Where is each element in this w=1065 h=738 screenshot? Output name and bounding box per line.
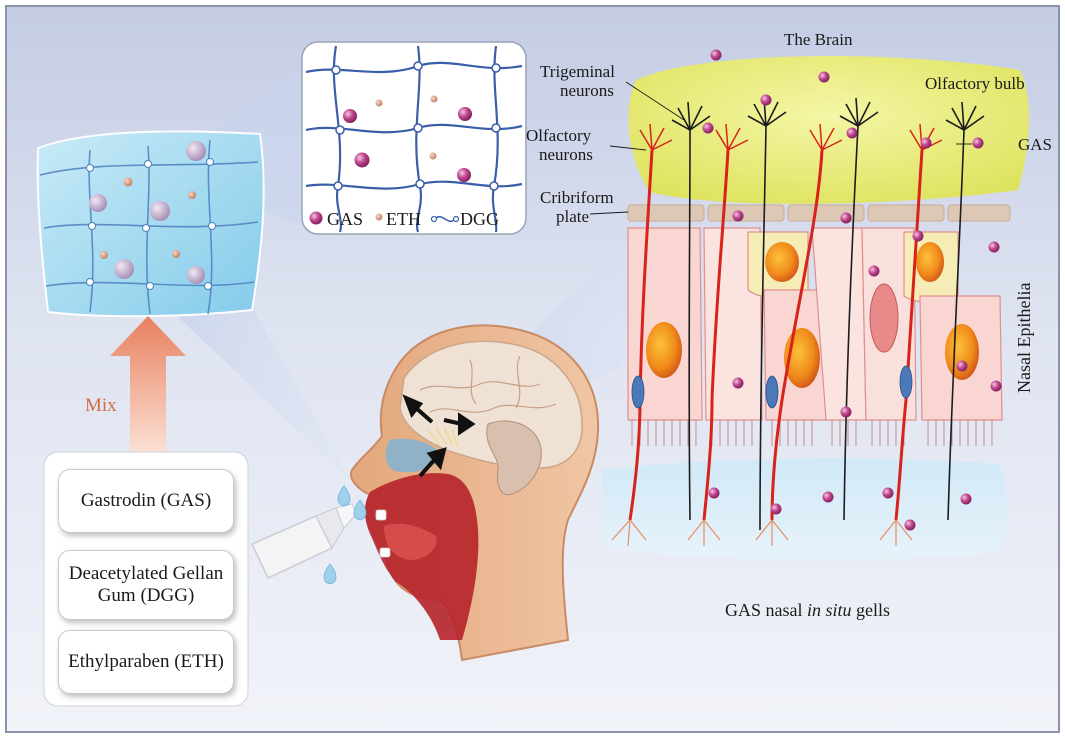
- ingredient-gastrodin: Gastrodin (GAS): [58, 469, 234, 533]
- gel-block: [36, 130, 265, 318]
- network-zoom-panel: [301, 41, 527, 235]
- label-the-brain: The Brain: [784, 30, 853, 49]
- legend-gas-label: GAS: [327, 209, 363, 229]
- beam-to-gel: [160, 285, 350, 480]
- gel-caption: GAS nasal in situ gells: [725, 600, 890, 620]
- label-cribriform-2: plate: [556, 207, 589, 226]
- ingredient-dgg-label: Deacetylated Gellan Gum (DGG): [68, 563, 224, 606]
- legend-eth-label: ETH: [386, 209, 421, 229]
- label-trigeminal-2: neurons: [560, 81, 614, 100]
- network-legend: GAS ETH DGG: [309, 209, 499, 229]
- label-gas-particle: GAS: [1018, 135, 1052, 154]
- ingredient-gastrodin-label: Gastrodin (GAS): [80, 490, 212, 511]
- olfactory-bulb: [628, 56, 1029, 204]
- gel-caption-suffix: gells: [852, 600, 891, 620]
- gas-particles: [702, 49, 1002, 531]
- label-trigeminal-1: Trigeminal: [540, 62, 615, 81]
- label-nasal-epithelia: Nasal Epithelia: [1014, 283, 1034, 393]
- ingredient-ethylparaben-label: Ethylparaben (ETH): [68, 651, 224, 672]
- label-olfactory-bulb: Olfactory bulb: [925, 74, 1025, 93]
- spray-droplets: [323, 485, 367, 585]
- trigeminal-neurons: [671, 97, 985, 531]
- label-olfactory-2: neurons: [539, 145, 593, 164]
- gel-caption-prefix: GAS nasal: [725, 600, 807, 620]
- legend-eth-swatch: [375, 213, 383, 221]
- cribriform-plate: [627, 204, 1011, 222]
- legend-dgg-label: DGG: [460, 209, 499, 229]
- label-olfactory-1: Olfactory: [526, 126, 592, 145]
- ingredient-ethylparaben: Ethylparaben (ETH): [58, 630, 234, 694]
- legend-gas-swatch: [309, 211, 323, 225]
- head-illustration: [350, 324, 600, 662]
- label-cribriform-1: Cribriform: [540, 188, 614, 207]
- ingredient-dgg: Deacetylated Gellan Gum (DGG): [58, 550, 234, 620]
- leader-lines: [589, 81, 972, 215]
- epithelium-region: [602, 49, 1029, 561]
- gel-caption-italic: in situ: [807, 600, 852, 620]
- mix-arrow: [110, 316, 186, 462]
- mix-label: Mix: [85, 395, 117, 416]
